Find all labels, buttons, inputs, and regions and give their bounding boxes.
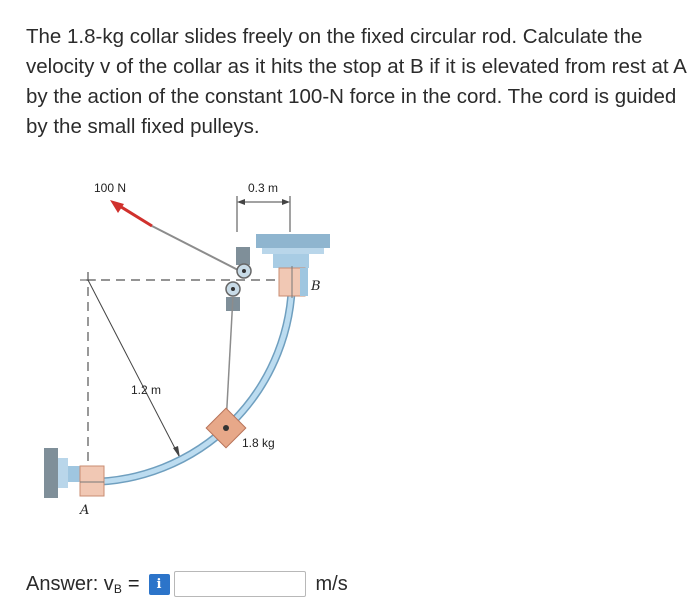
answer-unit: m/s (315, 572, 348, 595)
answer-input[interactable] (173, 571, 306, 597)
radius-line (87, 279, 181, 459)
wall-support-a (44, 448, 105, 498)
cord-lower (225, 295, 234, 425)
radius-label: 1.2 m (131, 383, 161, 397)
circular-rod (87, 277, 296, 486)
force-arrow-icon (110, 200, 153, 228)
question-text: The 1.8-kg collar slides freely on the f… (26, 25, 686, 138)
pulley-bracket-upper (236, 247, 252, 279)
top-support (256, 234, 330, 268)
collar (205, 407, 247, 449)
mass-label: 1.8 kg (242, 436, 275, 450)
point-a-label: A (79, 503, 89, 518)
dimension-arrow-icon (236, 196, 291, 232)
point-b-label: B (310, 279, 321, 294)
cord-upper (151, 225, 241, 272)
stop-b (278, 266, 308, 298)
answer-subscript: B (113, 582, 122, 596)
answer-equals: = (127, 572, 140, 595)
answer-label: Answer: v (26, 572, 114, 595)
info-icon[interactable]: i (148, 573, 170, 595)
answer-row: Answer: v B = i m/s (26, 568, 348, 600)
force-label: 100 N (94, 181, 126, 195)
horizontal-dimension-label: 0.3 m (248, 181, 278, 195)
